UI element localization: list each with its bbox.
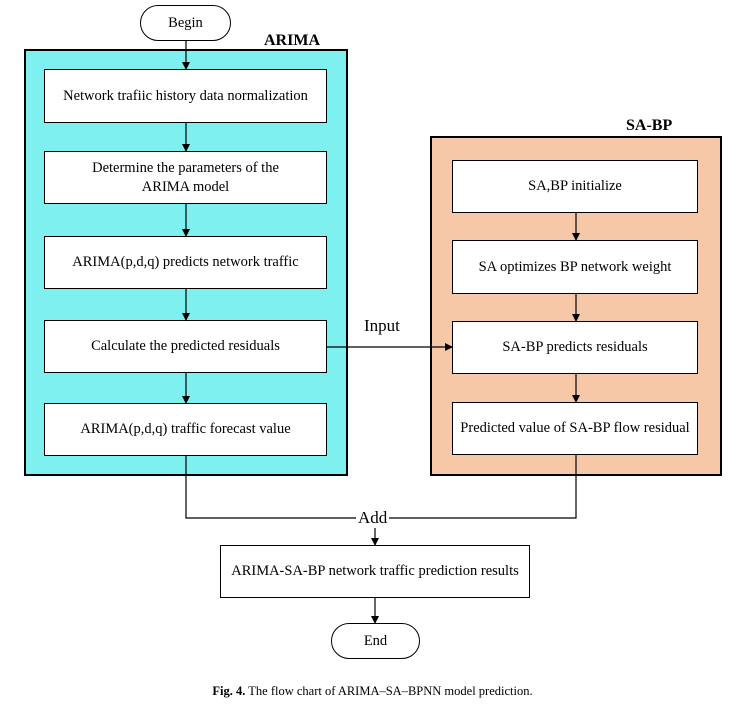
figure-caption: Fig. 4. The flow chart of ARIMA–SA–BPNN …	[0, 684, 745, 699]
result-box: ARIMA-SA-BP network traffic prediction r…	[220, 545, 530, 598]
figure-caption-number: Fig. 4.	[212, 684, 246, 698]
arima-step-predicts: ARIMA(p,d,q) predicts network traffic	[44, 236, 327, 289]
sabp-step-residual: Predicted value of SA-BP flow residual	[452, 402, 698, 455]
arima-step-forecast: ARIMA(p,d,q) traffic forecast value	[44, 403, 327, 456]
sabp-step-optimize: SA optimizes BP network weight	[452, 240, 698, 294]
arima-step-normalization: Network trafiic history data normalizati…	[44, 69, 327, 123]
begin-terminal: Begin	[140, 5, 231, 41]
input-label: Input	[364, 316, 400, 335]
sabp-step-initialize: SA,BP initialize	[452, 160, 698, 213]
line-sabp-to-add	[375, 455, 577, 519]
sabp-step-predict: SA-BP predicts residuals	[452, 321, 698, 374]
arima-step-parameters: Determine the parameters of the ARIMA mo…	[44, 151, 327, 204]
figure-caption-text: The flow chart of ARIMA–SA–BPNN model pr…	[248, 684, 533, 698]
add-label: Add	[356, 508, 390, 528]
arima-step-residuals: Calculate the predicted residuals	[44, 320, 327, 373]
sabp-panel-title: SA-BP	[626, 117, 673, 134]
line-arima-to-add	[185, 456, 375, 519]
arima-panel-title: ARIMA	[264, 32, 320, 49]
end-terminal: End	[331, 623, 420, 659]
